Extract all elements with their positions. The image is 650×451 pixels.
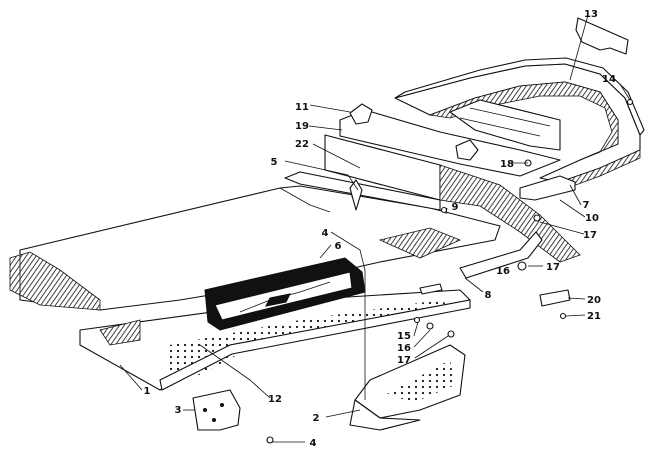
tail-bracket [339, 99, 561, 177]
leader-lines [119, 14, 631, 443]
axle-8 [419, 231, 571, 307]
callout-17a: 17 [583, 230, 597, 241]
callout-1: 1 [144, 386, 151, 397]
callout-16a: 16 [496, 266, 510, 277]
callout-15: 15 [397, 331, 411, 342]
callout-14: 14 [602, 74, 616, 85]
callout-8: 8 [485, 290, 492, 301]
callout-5: 5 [271, 157, 278, 168]
callout-4b: 4 [310, 438, 317, 449]
callout-17c: 17 [397, 355, 411, 366]
callout-7: 7 [583, 200, 590, 211]
callout-18: 18 [500, 159, 514, 170]
callout-labels: 1 2 3 4 4 5 6 7 8 9 10 11 12 13 14 15 16… [144, 9, 616, 449]
running-board [79, 289, 471, 391]
callout-6: 6 [335, 241, 342, 252]
bracket-2 [349, 344, 466, 431]
callout-13: 13 [584, 9, 598, 20]
callout-9: 9 [452, 202, 459, 213]
callout-12: 12 [268, 394, 282, 405]
callout-10: 10 [585, 213, 599, 224]
callout-17b: 17 [546, 262, 560, 273]
callout-22: 22 [295, 139, 309, 150]
tunnel-deck [9, 171, 501, 311]
frame-side-panel [324, 134, 581, 263]
callout-20: 20 [587, 295, 601, 306]
reflector-plate-13 [575, 17, 629, 55]
callout-16b: 16 [397, 343, 411, 354]
callout-19: 19 [295, 121, 309, 132]
callout-4a: 4 [322, 228, 329, 239]
plate-3 [192, 389, 241, 431]
callout-3: 3 [175, 405, 182, 416]
callout-2: 2 [313, 413, 320, 424]
callout-11: 11 [295, 102, 309, 113]
callout-21: 21 [587, 311, 601, 322]
